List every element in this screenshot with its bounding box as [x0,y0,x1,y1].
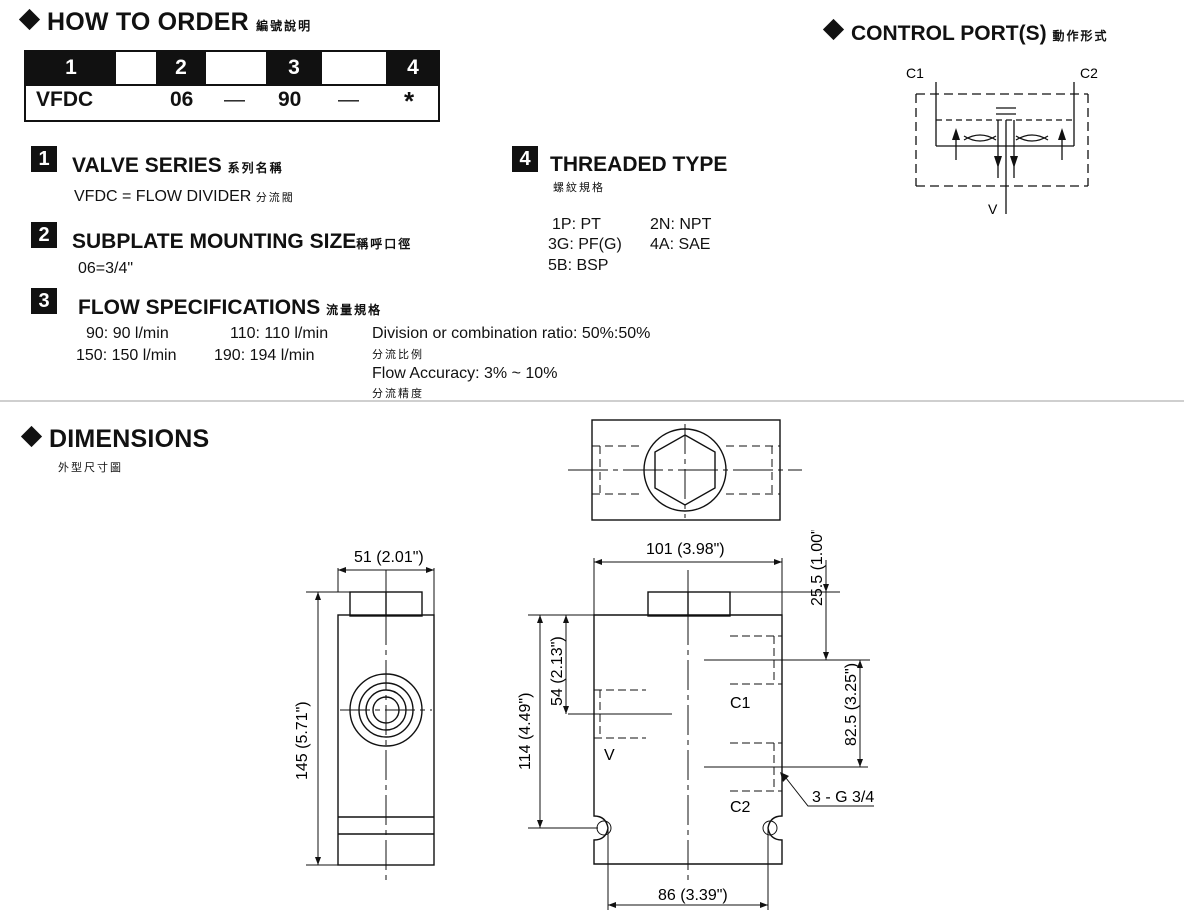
valve-series-cjk: 分流閥 [255,192,295,204]
control-port-v-label: V [988,201,998,217]
section-2-title-cjk: 稱呼口徑 [356,237,413,251]
order-value-thread: * [404,86,415,116]
section-1-line: VFDC = FLOW DIVIDER 分流閥 [74,188,295,206]
front-height-dimension: 114 (4.49") [517,693,534,770]
section-1-title-cjk: 系列名稱 [227,161,284,175]
port-v-label: V [604,747,615,764]
division-ratio: Division or combination ratio: 50%:50% [372,325,651,342]
order-code-table: 1 2 3 4 VFDC 06 — 90 — * [24,50,440,122]
subplate-size-value: 06=3/4" [78,260,134,277]
side-height-dimension: 145 (5.71") [294,701,311,780]
thread-type-pfg: 3G: PF(G) [548,236,622,253]
dimensions-title: DIMENSIONS [49,425,210,453]
front-width-dimension: 101 (3.98") [646,541,725,558]
thread-type-npt: 2N: NPT [650,216,712,233]
flow-spec-110: 110: 110 l/min [230,325,329,342]
section-3-title-cjk: 流量規格 [326,303,383,317]
flow-accuracy: Flow Accuracy: 3% ~ 10% [372,365,558,382]
section-4-title-cjk: 螺紋規格 [553,182,605,194]
how-to-order-title-cjk: 編號說明 [256,19,313,33]
thread-type-bsp: 5B: BSP [548,257,609,274]
side-width-dimension: 51 (2.01") [354,549,424,566]
thread-type-pt: 1P: PT [552,216,601,233]
section-divider [0,400,1184,402]
flow-accuracy-cjk: 分流精度 [372,388,424,400]
port-thread-callout: 3 - G 3/4 [812,789,874,806]
section-2-heading: SUBPLATE MOUNTING SIZE稱呼口徑 [72,230,412,254]
port-c2-label: C2 [730,799,751,816]
order-col-1: 1 [26,52,116,84]
side-view-drawing: 51 (2.01") 145 (5.71") [294,549,435,885]
control-ports-title: CONTROL PORT(S) [851,22,1047,45]
flow-spec-190: 190: 194 l/min [214,347,315,364]
order-value-size: 06 [170,88,194,111]
section-2-title: SUBPLATE MOUNTING SIZE [72,230,357,253]
order-col-4: 4 [386,52,440,84]
section-3-heading: FLOW SPECIFICATIONS 流量規格 [78,296,382,320]
control-ports-title-cjk: 動作形式 [1052,29,1109,43]
top-offset-dimension: 25.5 (1.00") [809,530,826,606]
order-col-2: 2 [156,52,206,84]
control-port-hydraulic-symbol: C1 C2 V [906,65,1098,217]
diamond-bullet-icon [822,18,845,41]
port-spacing-dimension: 82.5 (3.25") [843,663,860,746]
thread-type-sae: 4A: SAE [650,236,711,253]
order-value-dash-1: — [224,88,245,111]
front-view-drawing: 101 (3.98") 86 (3.39") 114 (4.49") 54 (2… [517,530,874,910]
division-ratio-cjk: 分流比例 [372,349,424,361]
order-code-header-row: 1 2 3 4 [26,52,440,86]
flow-spec-150: 150: 150 l/min [76,347,177,364]
order-col-3: 3 [266,52,322,84]
order-value-dash-2: — [338,88,359,111]
section-3-title: FLOW SPECIFICATIONS [78,296,321,319]
dimensions-title-cjk: 外型尺寸圖 [58,462,123,474]
section-3-number: 3 [31,288,57,314]
section-1-number: 1 [31,146,57,172]
top-view-drawing [568,419,802,521]
how-to-order-heading: HOW TO ORDER 編號說明 [18,8,313,37]
section-4-number: 4 [512,146,538,172]
port-c1-label: C1 [730,695,751,712]
section-4-title: THREADED TYPE [550,153,728,176]
how-to-order-title: HOW TO ORDER [47,8,249,36]
v-offset-dimension: 54 (2.13") [549,636,566,706]
bolt-spacing-dimension: 86 (3.39") [658,887,728,904]
section-1-heading: VALVE SERIES 系列名稱 [72,154,284,178]
section-2-number: 2 [31,222,57,248]
diamond-bullet-icon [20,425,43,448]
valve-series-definition: VFDC = FLOW DIVIDER [74,188,252,205]
control-port-c2-label: C2 [1080,65,1098,81]
dimensions-heading: DIMENSIONS [20,425,210,454]
section-1-title: VALVE SERIES [72,154,222,177]
order-value-series: VFDC [36,88,94,111]
flow-spec-90: 90: 90 l/min [86,325,169,342]
diamond-bullet-icon [18,8,41,31]
control-ports-heading: CONTROL PORT(S) 動作形式 [822,18,1109,46]
control-port-c1-label: C1 [906,65,924,81]
order-value-flow: 90 [278,88,302,111]
